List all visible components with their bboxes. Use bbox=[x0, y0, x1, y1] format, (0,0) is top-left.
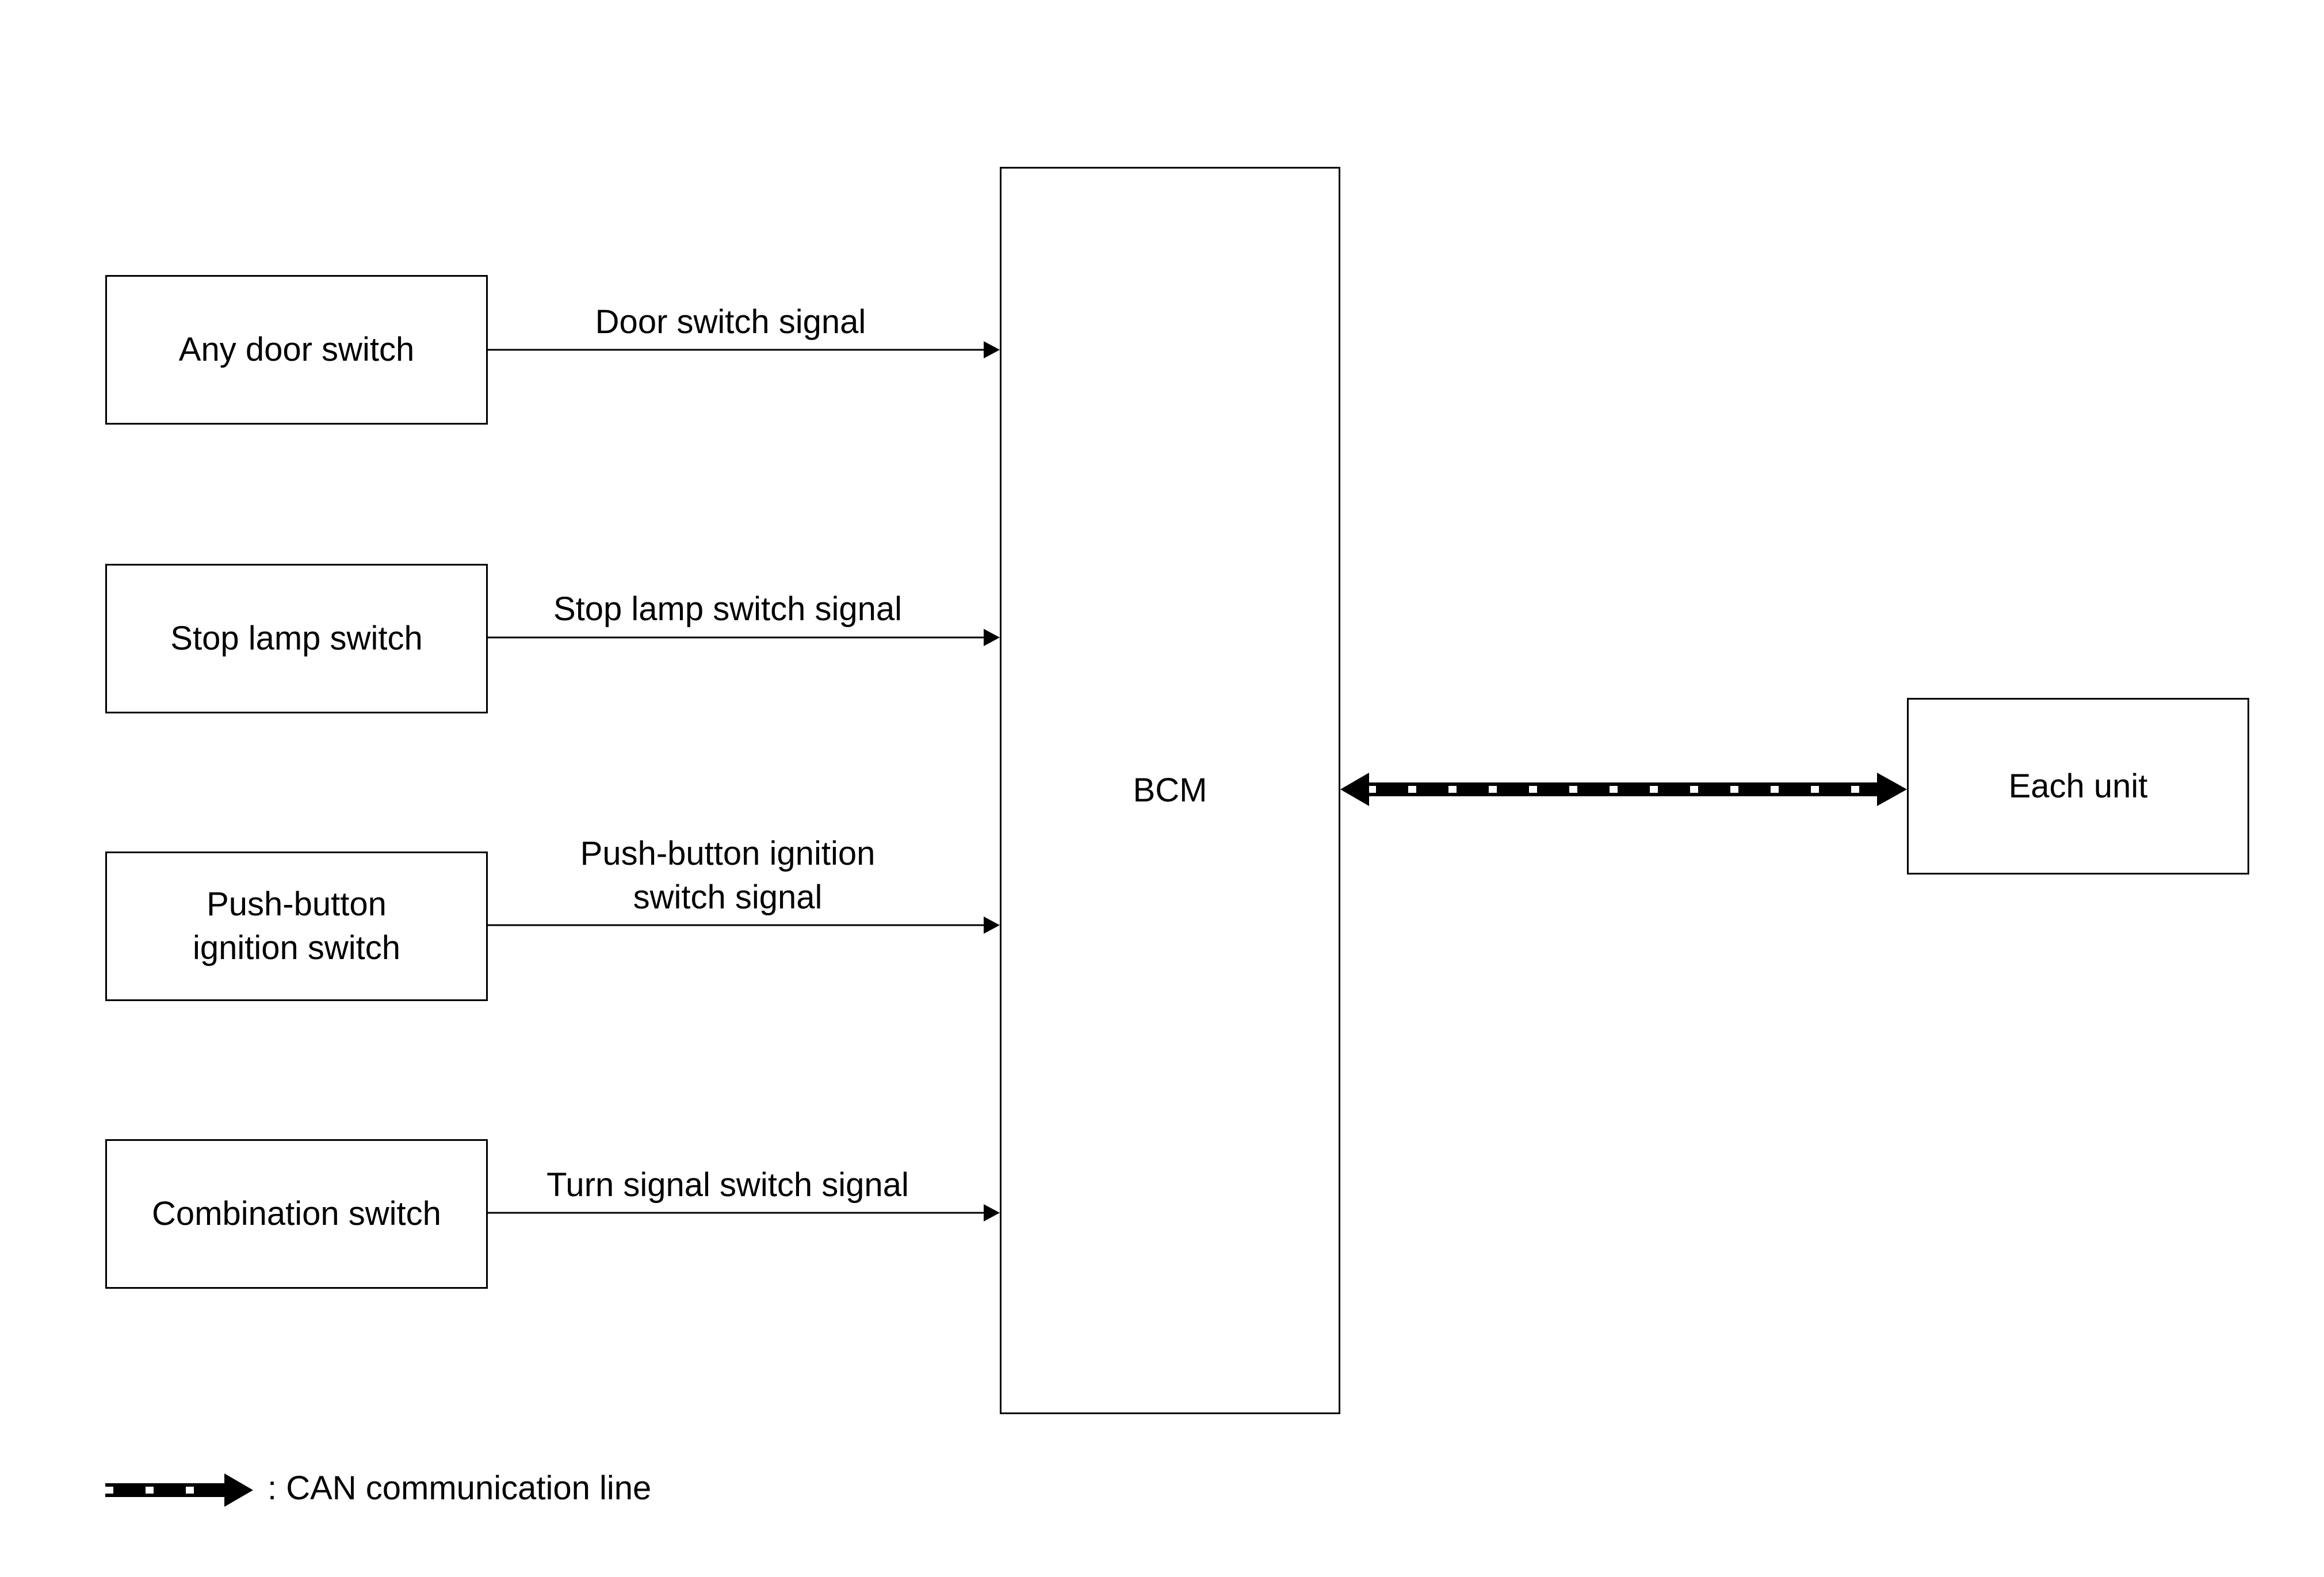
turn-signal-switch-signal-label: Turn signal switch signal bbox=[546, 1166, 909, 1204]
can-line bbox=[1340, 773, 1907, 806]
can-arrowhead-right bbox=[1877, 773, 1907, 806]
legend-can-line-sample bbox=[105, 1473, 253, 1507]
door-switch-signal-arrowhead bbox=[984, 341, 1000, 358]
bcm-box: BCM bbox=[1000, 167, 1340, 1414]
can-arrowhead-left bbox=[1340, 773, 1369, 806]
stop-lamp-switch-signal-label: Stop lamp switch signal bbox=[553, 590, 903, 628]
bcm-label: BCM bbox=[1133, 772, 1207, 809]
push-button-ignition-switch-box: Push-button ignition switch bbox=[105, 851, 488, 1001]
any-door-switch-label: Any door switch bbox=[178, 331, 415, 368]
each-unit-label: Each unit bbox=[2008, 767, 2148, 805]
stop-lamp-switch-box: Stop lamp switch bbox=[105, 564, 488, 713]
any-door-switch-box: Any door switch bbox=[105, 275, 488, 425]
ignition-switch-signal-label: Push-button ignition switch signal bbox=[580, 835, 876, 916]
push-button-ignition-switch-label: Push-button ignition switch bbox=[192, 885, 401, 967]
legend-label: : CAN communication line bbox=[267, 1469, 652, 1507]
ignition-signal-arrowhead bbox=[984, 917, 1000, 934]
door-switch-signal-label: Door switch signal bbox=[595, 303, 866, 341]
combination-switch-label: Combination switch bbox=[152, 1195, 441, 1232]
combination-switch-box: Combination switch bbox=[105, 1139, 488, 1289]
turn-signal-arrowhead bbox=[984, 1204, 1000, 1221]
stop-lamp-signal-arrowhead bbox=[984, 629, 1000, 646]
each-unit-box: Each unit bbox=[1907, 698, 2249, 875]
stop-lamp-switch-label: Stop lamp switch bbox=[170, 620, 423, 657]
